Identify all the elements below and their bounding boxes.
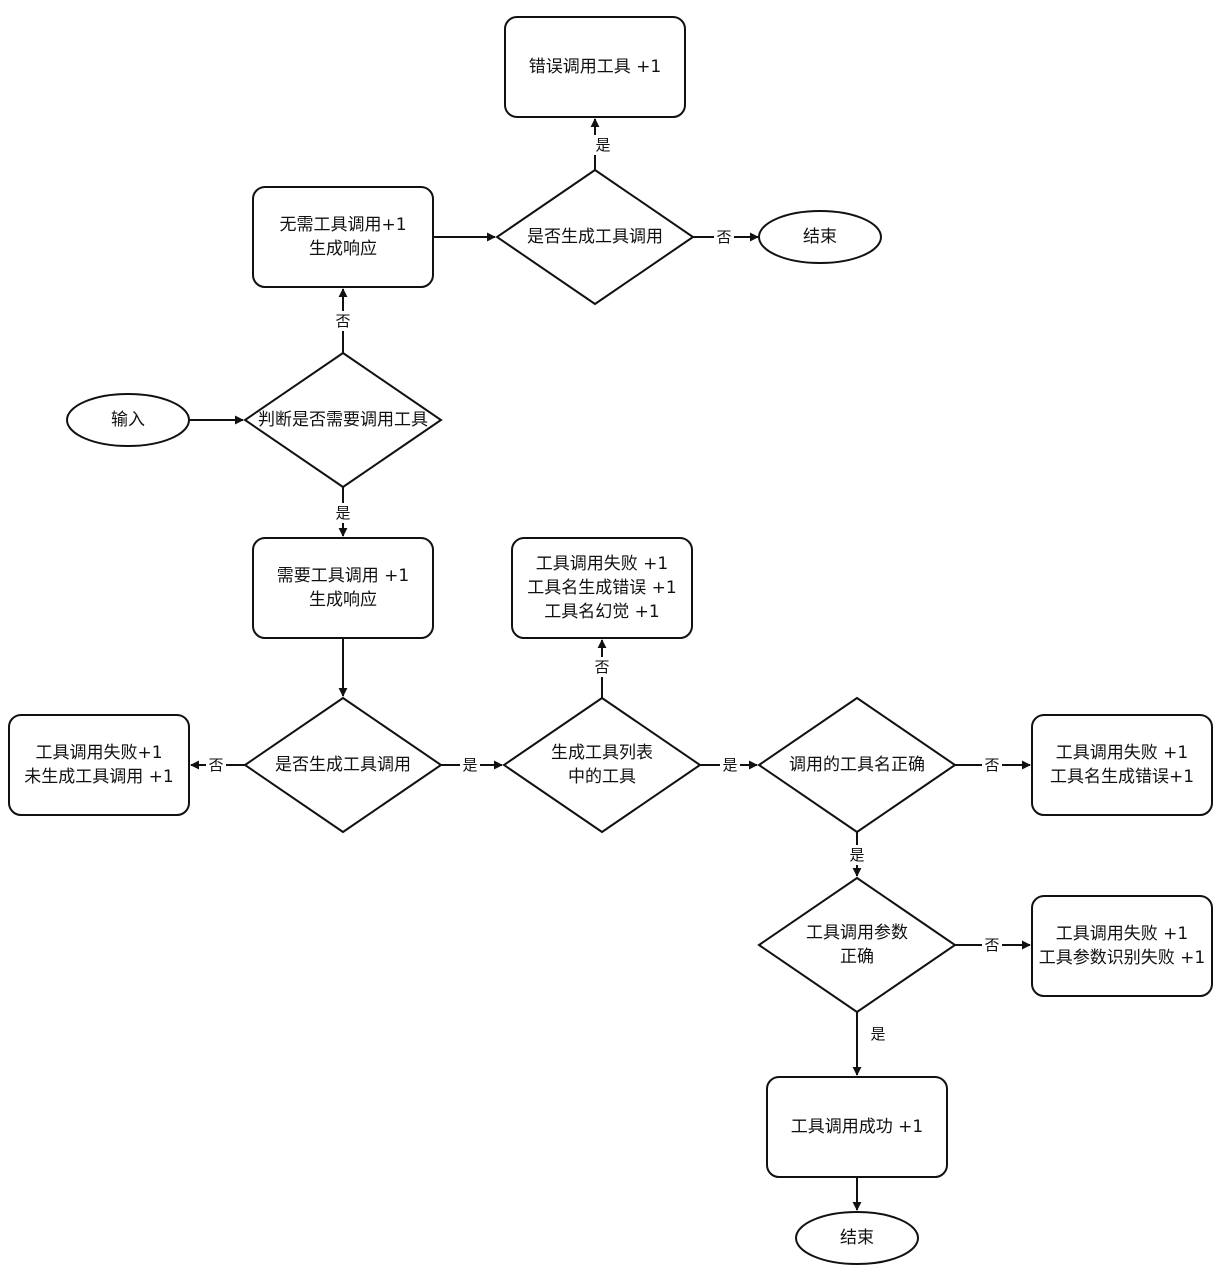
edge-label-background — [847, 845, 867, 865]
node-label: 工具调用失败+1 — [35, 743, 162, 763]
node-label: 调用的工具名正确 — [789, 755, 925, 775]
node-label: 无需工具调用+1 — [279, 215, 406, 235]
edge-e12: 否 — [955, 755, 1031, 775]
node-label: 错误调用工具 +1 — [529, 57, 661, 77]
edge-label: 是 — [870, 1025, 885, 1043]
edge-label-background — [460, 755, 480, 775]
node-end-bottom: 结束 — [795, 1211, 919, 1265]
edge-e4: 否 — [333, 288, 353, 353]
edge-label: 是 — [462, 756, 477, 774]
node-fail-name: 工具调用失败 +1 工具名生成错误+1 — [1031, 714, 1213, 816]
node-err-call: 错误调用工具 +1 — [504, 16, 686, 118]
process-box — [1031, 895, 1213, 997]
node-label: 工具调用失败 +1 — [1056, 743, 1188, 763]
process-box — [252, 186, 434, 288]
decision-diamond — [243, 696, 443, 834]
node-no-tool: 无需工具调用+1 生成响应 — [252, 186, 434, 288]
node-label: 工具调用参数 — [806, 923, 908, 943]
node-d-judge: 判断是否需要调用工具 — [243, 351, 443, 489]
node-label: 工具调用失败 +1 — [1056, 924, 1188, 944]
edge-label-background — [333, 311, 353, 331]
node-label: 结束 — [803, 227, 837, 247]
node-fail-nogen: 工具调用失败+1 未生成工具调用 +1 — [8, 714, 190, 816]
node-label: 生成工具列表 — [551, 743, 653, 763]
edge-label-background — [592, 657, 612, 677]
node-label: 工具名生成错误+1 — [1050, 767, 1194, 787]
node-label: 生成响应 — [309, 590, 377, 610]
node-label: 工具调用失败 +1 — [536, 554, 668, 574]
edge-label-background — [982, 935, 1002, 955]
node-end-top: 结束 — [758, 210, 882, 264]
edge-e11: 是 — [700, 755, 758, 775]
node-fail-param: 工具调用失败 +1 工具参数识别失败 +1 — [1031, 895, 1213, 997]
process-box — [8, 714, 190, 816]
edge-e9: 是 — [441, 755, 503, 775]
node-label: 是否生成工具调用 — [275, 755, 411, 775]
node-label: 工具调用成功 +1 — [791, 1117, 923, 1137]
edge-label: 是 — [595, 136, 610, 154]
terminal-ellipse — [66, 393, 190, 447]
edge-label: 否 — [984, 756, 999, 774]
edge-e8: 否 — [592, 639, 612, 698]
process-box — [511, 537, 693, 639]
edge-label-background — [206, 755, 226, 775]
edge-label: 否 — [208, 756, 223, 774]
node-label: 未生成工具调用 +1 — [24, 767, 173, 787]
edge-label: 否 — [984, 936, 999, 954]
process-box — [1031, 714, 1213, 816]
node-label: 正确 — [840, 947, 874, 967]
node-input: 输入 — [66, 393, 190, 447]
node-d-gen-mid: 是否生成工具调用 — [243, 696, 443, 834]
edge-label-background — [593, 135, 613, 155]
decision-diamond — [757, 696, 957, 834]
edge-label-background — [714, 227, 734, 247]
node-d-name-ok: 调用的工具名正确 — [757, 696, 957, 834]
edge-label: 否 — [594, 658, 609, 676]
terminal-ellipse — [758, 210, 882, 264]
process-box — [252, 537, 434, 639]
edge-e10: 否 — [190, 755, 245, 775]
decision-diamond — [243, 351, 443, 489]
decision-diamond — [757, 876, 957, 1014]
edge-e15: 是 — [852, 1012, 886, 1076]
node-need-tool: 需要工具调用 +1 生成响应 — [252, 537, 434, 639]
edge-label: 否 — [716, 228, 731, 246]
node-fail-hallu: 工具调用失败 +1 工具名生成错误 +1 工具名幻觉 +1 — [511, 537, 693, 639]
process-box — [504, 16, 686, 118]
edge-e1: 是 — [590, 118, 613, 170]
node-label: 工具参数识别失败 +1 — [1039, 948, 1205, 968]
node-label: 生成响应 — [309, 239, 377, 259]
edge-label-background — [720, 755, 740, 775]
edge-e13: 是 — [847, 832, 867, 877]
terminal-ellipse — [795, 1211, 919, 1265]
edge-label-background — [982, 755, 1002, 775]
node-label: 结束 — [840, 1228, 874, 1248]
edge-e6: 是 — [333, 487, 353, 537]
node-label: 工具名生成错误 +1 — [527, 578, 676, 598]
edge-e3: 否 — [693, 227, 759, 247]
node-label: 输入 — [111, 410, 145, 430]
decision-diamond — [502, 696, 702, 834]
node-label: 判断是否需要调用工具 — [258, 410, 428, 430]
decision-diamond — [495, 168, 695, 306]
edge-label: 是 — [335, 504, 350, 522]
edge-e14: 否 — [955, 935, 1031, 955]
node-d-gen-top: 是否生成工具调用 — [495, 168, 695, 306]
edge-label: 是 — [722, 756, 737, 774]
node-success: 工具调用成功 +1 — [766, 1076, 948, 1178]
node-label: 工具名幻觉 +1 — [544, 602, 659, 622]
edge-label: 否 — [335, 312, 350, 330]
node-label: 是否生成工具调用 — [527, 227, 663, 247]
node-label: 需要工具调用 +1 — [277, 566, 409, 586]
process-box — [766, 1076, 948, 1178]
edge-label: 是 — [849, 846, 864, 864]
node-label: 中的工具 — [568, 767, 636, 787]
edge-label-background — [333, 503, 353, 523]
